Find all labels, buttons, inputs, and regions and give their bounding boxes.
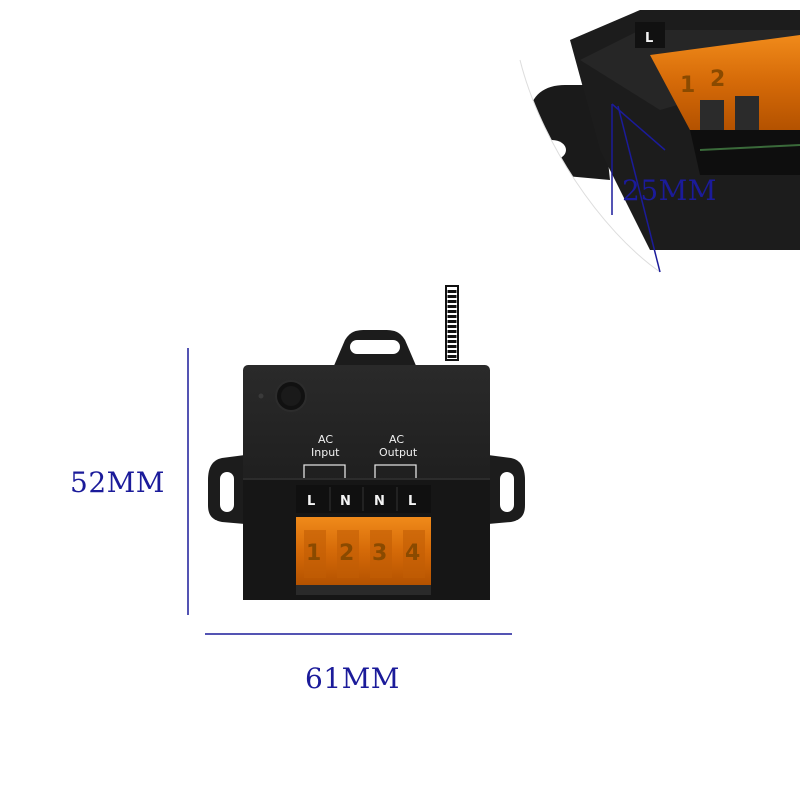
antenna bbox=[445, 285, 459, 361]
inset-terminal-cover bbox=[650, 35, 800, 130]
terminal-number-2: 2 bbox=[339, 541, 354, 566]
inset-terminal-number-1: 1 bbox=[680, 73, 695, 98]
terminal-letter-4: L bbox=[408, 494, 416, 509]
right-ear-hole bbox=[500, 472, 514, 512]
terminal-letter-row: L N N L bbox=[296, 485, 431, 513]
width-dimension-label: 61MM bbox=[305, 662, 400, 695]
left-ear-hole bbox=[220, 472, 234, 512]
inset-terminal-letter: L bbox=[645, 31, 653, 46]
terminal-number-1: 1 bbox=[306, 541, 321, 566]
inset-depth-line-diagonal bbox=[617, 105, 661, 273]
terminal-block: 1 2 3 4 bbox=[296, 517, 431, 595]
terminal-letter-3: N bbox=[374, 494, 385, 509]
ac-input-label-line1: AC bbox=[318, 433, 333, 446]
height-dimension-label: 52MM bbox=[70, 466, 165, 499]
status-led bbox=[258, 393, 264, 399]
terminal-letter-2: N bbox=[340, 494, 351, 509]
ac-input-label-line2: Input bbox=[311, 446, 340, 459]
top-tab-hole bbox=[350, 340, 400, 354]
ac-output-label-line1: AC bbox=[389, 433, 404, 446]
inset-terminal-number-2: 2 bbox=[710, 67, 725, 92]
input-bracket bbox=[303, 464, 346, 478]
inset-detail: L 1 2 bbox=[520, 0, 800, 270]
inset-ear-hole bbox=[538, 140, 566, 160]
ac-output-label-line2: Output bbox=[379, 446, 418, 459]
depth-dimension-label: 25MM bbox=[622, 174, 717, 207]
terminal-number-4: 4 bbox=[405, 541, 420, 566]
output-bracket bbox=[374, 464, 417, 478]
terminal-letter-1: L bbox=[307, 494, 315, 509]
terminal-number-3: 3 bbox=[372, 541, 387, 566]
